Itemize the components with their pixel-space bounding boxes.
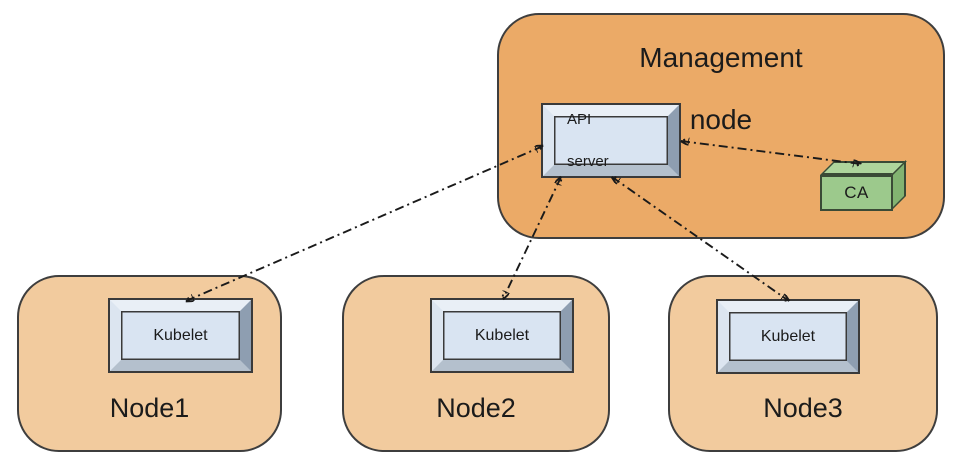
ca-box-front-face: CA bbox=[820, 175, 893, 211]
api-server-label: API server bbox=[554, 109, 609, 172]
kubelet-node1-label: Kubelet bbox=[153, 326, 208, 344]
kubelet-node2-box: Kubelet bbox=[430, 298, 574, 373]
node1-label: Node1 bbox=[109, 393, 190, 423]
node3-label: Node3 bbox=[763, 393, 843, 423]
management-node-label-line1: Management bbox=[639, 42, 803, 73]
api-server-label-line1: API bbox=[567, 111, 592, 128]
management-node-label-line2: node bbox=[689, 104, 753, 135]
kubelet-node2-label: Kubelet bbox=[474, 326, 530, 344]
kubelet-node3-label: Kubelet bbox=[760, 327, 816, 345]
management-node-label: Management node bbox=[499, 42, 943, 135]
ca-label: CA bbox=[844, 183, 869, 202]
node2-label: Node2 bbox=[436, 393, 516, 423]
kubelet-node1-box: Kubelet bbox=[108, 298, 253, 373]
kubelet-node3-box: Kubelet bbox=[716, 299, 860, 374]
api-server-box: API server bbox=[541, 103, 681, 178]
api-server-label-line2: server bbox=[567, 153, 609, 170]
